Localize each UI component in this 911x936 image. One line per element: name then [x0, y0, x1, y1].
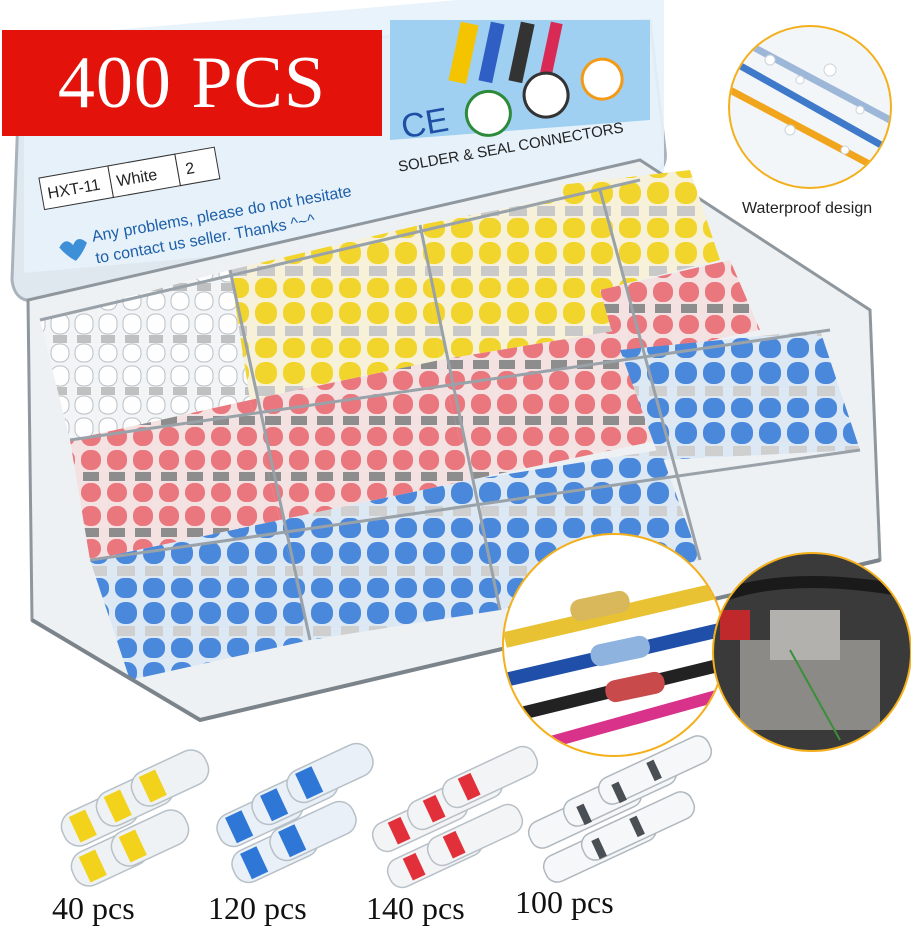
iso-badge-icon	[522, 71, 570, 119]
pack-yellow	[60, 749, 210, 887]
lid-table-color: White	[115, 167, 158, 191]
pack-count-yellow: 40 pcs	[52, 890, 135, 926]
engine-inset	[712, 552, 911, 752]
pack-count-blue: 120 pcs	[208, 890, 307, 926]
pack-clear	[527, 735, 713, 883]
quantity-banner: 400 PCS	[2, 30, 382, 136]
sgs-badge-icon	[580, 57, 624, 101]
pack-count-red: 140 pcs	[366, 890, 465, 926]
heart-icon	[59, 239, 87, 261]
waterproof-label: Waterproof design	[742, 200, 873, 217]
pack-blue	[216, 742, 374, 884]
waterproof-inset	[728, 25, 892, 189]
rohs-badge-icon	[464, 89, 512, 137]
lid-table-extra: 2	[184, 160, 196, 178]
pack-count-clear: 100 pcs	[515, 884, 614, 920]
ce-mark: CE	[398, 101, 451, 147]
wire-connection-inset	[502, 533, 726, 757]
pack-red	[371, 745, 539, 889]
